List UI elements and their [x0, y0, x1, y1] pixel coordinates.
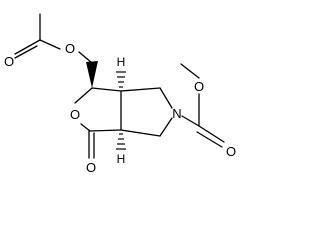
bond-acetate-o-c1	[78, 51, 93, 64]
bond-hash-top-h	[116, 71, 126, 88]
bond-acetyl-ester-o	[39, 39, 61, 50]
bond-ch2-top-n	[159, 87, 173, 109]
bond-n-ch2-bottom	[159, 117, 173, 137]
bond-o-ring-c	[80, 123, 91, 132]
bond-carbamate-carbonyl-b	[196, 131, 223, 148]
molecule-structure-diagram: O O O O N O O H H	[4, 13, 236, 175]
atom-o-lactone-carbonyl: O	[86, 160, 96, 175]
atom-o-ester-carbonyl: O	[226, 144, 236, 159]
atom-o-acetate: O	[65, 41, 75, 56]
atom-h-bottom: H	[117, 152, 126, 166]
bond-junction-top-ch2	[120, 87, 161, 92]
bond-carbamate-carbonyl-a	[198, 125, 225, 143]
bond-acetyl-carbonyl-a	[14, 39, 41, 55]
bond-methoxy-o-methyl	[180, 63, 200, 79]
atom-h-top: H	[117, 55, 126, 69]
bond-c1-ring-junction	[91, 87, 122, 92]
atom-o-acetyl-carbonyl: O	[4, 54, 14, 69]
bond-hash-bottom-h	[116, 133, 126, 150]
bond-c1-o-ring	[74, 87, 93, 104]
bond-ch2-bottom-junction	[120, 129, 161, 137]
atom-n-ring: N	[172, 106, 181, 121]
atom-o-ester-methoxy: O	[194, 79, 204, 94]
bond-wedge-c1-oac	[86, 61, 98, 88]
bond-acetyl-carbonyl-b	[14, 45, 38, 59]
bond-lactone-c-c	[89, 129, 122, 132]
atom-o-ring: O	[70, 107, 80, 122]
bond-n-carbamate-c	[181, 115, 200, 127]
